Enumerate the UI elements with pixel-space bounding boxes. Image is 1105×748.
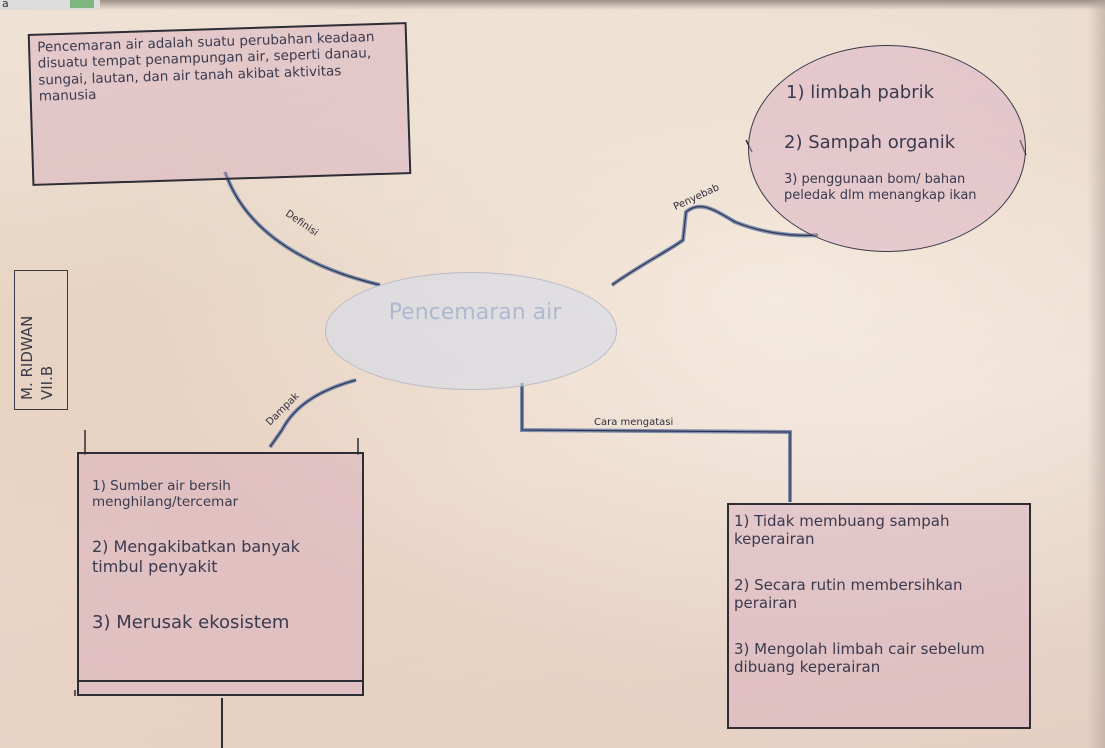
effects-box-inner-line (77, 680, 362, 682)
causes-item-2: 2) Sampah organik (784, 132, 956, 153)
photo-top-edge (0, 0, 1105, 10)
author-label: M. RIDWAN VII.B (18, 270, 57, 400)
effects-item-3: 3) Merusak ekosistem (92, 612, 290, 633)
photo-right-edge (1087, 0, 1105, 748)
corner-green-icon (70, 0, 94, 8)
solutions-item-2: 2) Secara rutin membersihkan perairan (734, 576, 963, 613)
effects-item-1: 1) Sumber air bersih menghilang/tercemar (92, 478, 239, 511)
causes-item-3: 3) penggunaan bom/ bahan peledak dlm men… (784, 172, 977, 203)
solutions-item-3: 3) Mengolah limbah cair sebelum dibuang … (734, 640, 985, 677)
corner-window-strip: a (0, 0, 100, 10)
author-name-tag (14, 270, 68, 410)
corner-mark: a (2, 0, 9, 10)
effects-item-2: 2) Mengakibatkan banyak timbul penyakit (92, 537, 300, 576)
connector-label-solutions: Cara mengatasi (594, 417, 674, 428)
definition-text: Pencemaran air adalah suatu perubahan ke… (37, 29, 375, 106)
causes-ellipse (748, 45, 1026, 252)
author-name: M. RIDWAN (18, 315, 36, 400)
solutions-item-1: 1) Tidak membuang sampah keperairan (734, 512, 950, 549)
effects-box (77, 452, 364, 696)
author-class: VII.B (37, 365, 56, 400)
solutions-box (727, 503, 1031, 729)
central-topic-ellipse (325, 272, 617, 390)
central-topic-title: Pencemaran air (388, 300, 562, 325)
causes-item-1: 1) limbah pabrik (786, 82, 935, 103)
